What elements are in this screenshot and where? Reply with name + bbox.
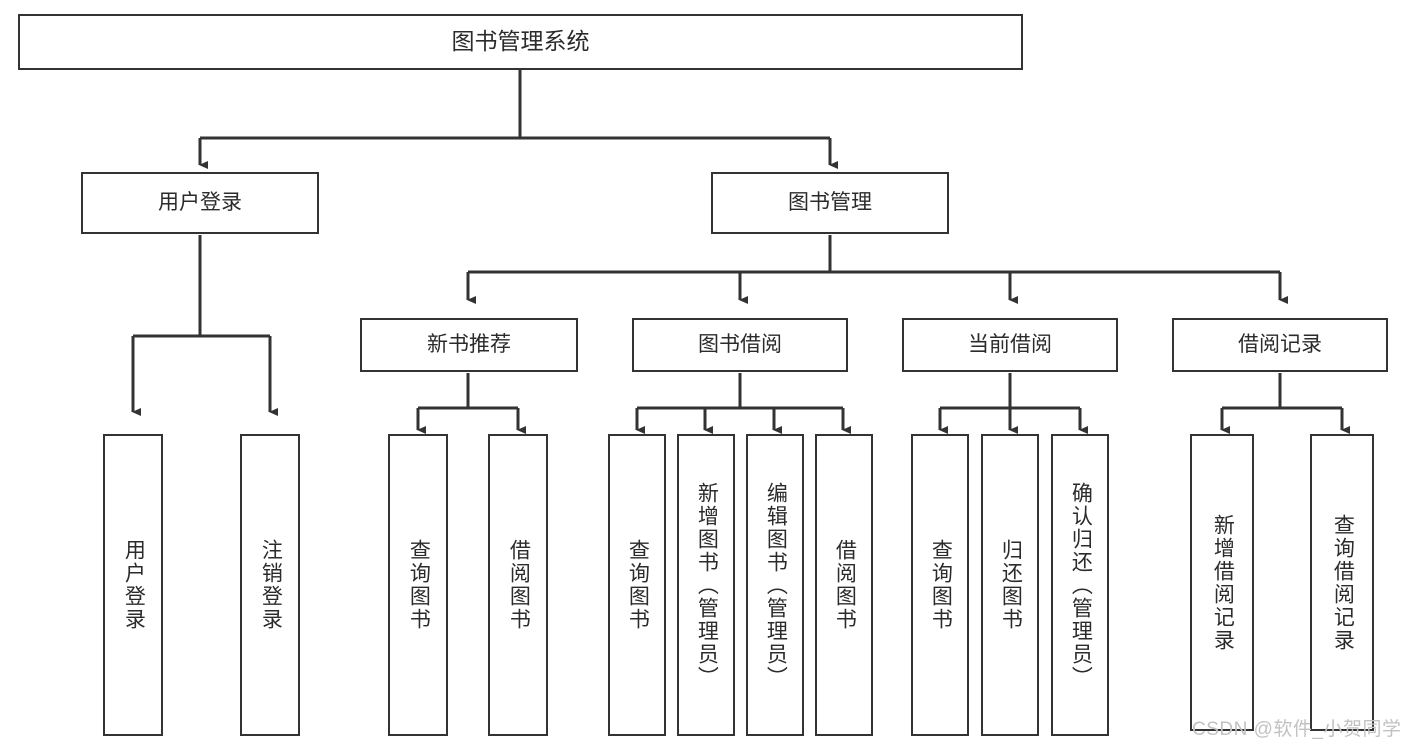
node-borrow-record[interactable]: 借阅记录	[1172, 318, 1388, 372]
node-root-system[interactable]: 图书管理系统	[18, 14, 1023, 70]
node-current-borrow[interactable]: 当前借阅	[902, 318, 1118, 372]
node-leaf-bb-borrow-book-label: 借阅图书	[833, 539, 857, 631]
node-book-management[interactable]: 图书管理	[711, 172, 949, 234]
node-leaf-cb-query-book-label: 查询图书	[929, 539, 953, 631]
node-leaf-cb-query-book[interactable]: 查询图书	[911, 434, 969, 736]
node-leaf-bb-query-book[interactable]: 查询图书	[608, 434, 666, 736]
node-leaf-nb-borrow-book[interactable]: 借阅图书	[488, 434, 548, 736]
node-leaf-bb-edit-book[interactable]: 编辑图书（管理员）	[746, 434, 804, 736]
node-current-borrow-label: 当前借阅	[968, 332, 1052, 356]
node-leaf-cb-return-book-label: 归还图书	[999, 539, 1023, 631]
node-user-login[interactable]: 用户登录	[81, 172, 319, 234]
node-user-login-label: 用户登录	[158, 190, 242, 214]
node-book-borrow-label: 图书借阅	[698, 332, 782, 356]
node-leaf-br-query-record-label: 查询借阅记录	[1331, 513, 1355, 652]
node-leaf-cb-confirm-return-label: 确认归还（管理员）	[1069, 481, 1093, 689]
node-leaf-br-add-record-label: 新增借阅记录	[1211, 513, 1235, 652]
node-leaf-bb-add-book-label: 新增图书（管理员）	[695, 481, 719, 689]
node-leaf-user-login[interactable]: 用户登录	[103, 434, 163, 736]
csdn-watermark: CSDN @软件_小贺同学	[1192, 719, 1402, 740]
node-leaf-logout-label: 注销登录	[259, 539, 283, 631]
node-new-book-recommend-label: 新书推荐	[427, 332, 511, 356]
node-leaf-nb-query-book[interactable]: 查询图书	[388, 434, 448, 736]
node-book-management-label: 图书管理	[788, 190, 872, 214]
node-borrow-record-label: 借阅记录	[1238, 332, 1322, 356]
node-book-borrow[interactable]: 图书借阅	[632, 318, 848, 372]
node-leaf-br-add-record[interactable]: 新增借阅记录	[1190, 434, 1254, 731]
node-leaf-logout[interactable]: 注销登录	[240, 434, 300, 736]
node-leaf-nb-borrow-book-label: 借阅图书	[507, 539, 531, 631]
node-leaf-bb-add-book[interactable]: 新增图书（管理员）	[677, 434, 735, 736]
node-leaf-cb-return-book[interactable]: 归还图书	[981, 434, 1039, 736]
node-leaf-cb-confirm-return[interactable]: 确认归还（管理员）	[1051, 434, 1109, 736]
node-new-book-recommend[interactable]: 新书推荐	[360, 318, 578, 372]
node-leaf-bb-borrow-book[interactable]: 借阅图书	[815, 434, 873, 736]
node-root-system-label: 图书管理系统	[451, 28, 590, 55]
node-leaf-bb-edit-book-label: 编辑图书（管理员）	[764, 481, 788, 689]
node-leaf-br-query-record[interactable]: 查询借阅记录	[1310, 434, 1374, 731]
node-leaf-user-login-label: 用户登录	[122, 539, 146, 631]
node-leaf-nb-query-book-label: 查询图书	[407, 539, 431, 631]
node-leaf-bb-query-book-label: 查询图书	[626, 539, 650, 631]
